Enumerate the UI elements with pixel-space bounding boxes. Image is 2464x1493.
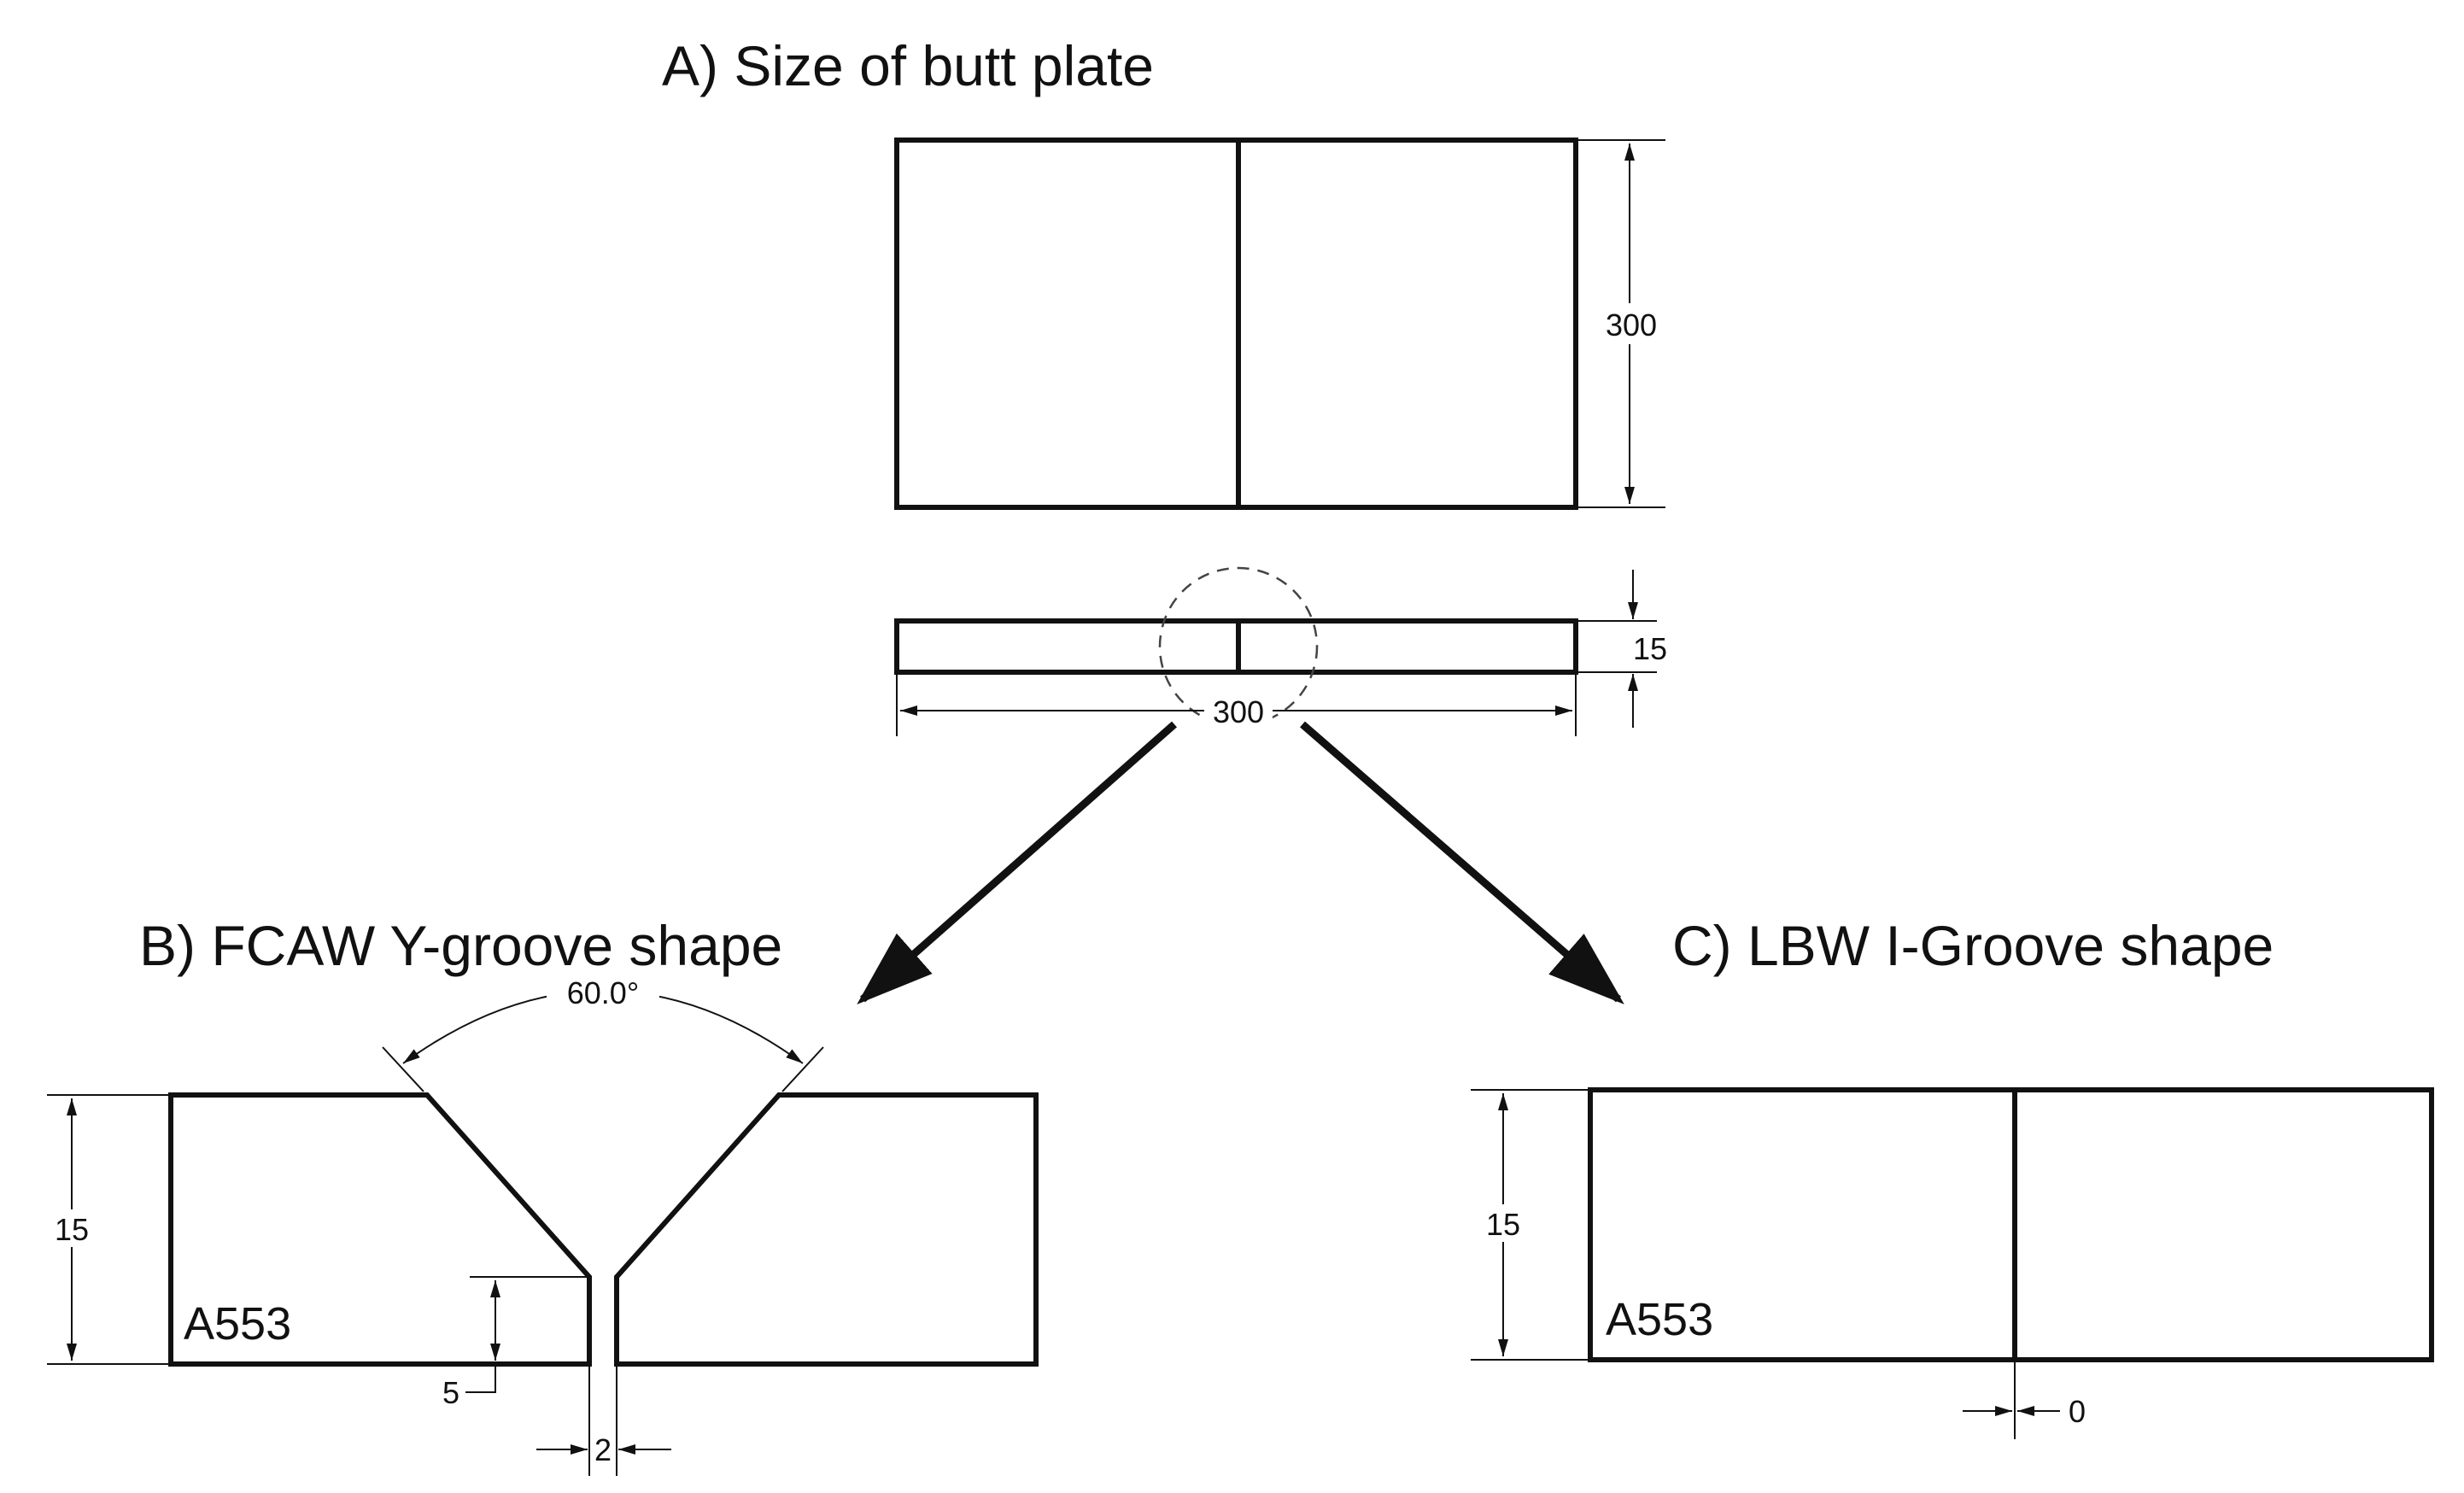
arrow-to-panel-c (1300, 721, 1624, 1004)
left-plate-bevel (168, 1092, 592, 1367)
root-face-dimension-label: 5 (442, 1375, 459, 1410)
gap-dimension-label: 0 (2069, 1394, 2086, 1429)
root-gap-dimension-label: 2 (594, 1432, 612, 1467)
plate-pair-i-groove (1588, 1087, 2434, 1362)
panel-c: C) LBW I-Groove shape 15 A553 0 (1471, 914, 2434, 1439)
panel-b: B) FCAW Y-groove shape 60.0° 15 A553 5 2 (47, 914, 1039, 1476)
label-mask (1483, 1204, 1524, 1242)
angle-extension-line (382, 1046, 424, 1092)
angle-extension-line (781, 1046, 824, 1092)
height-dimension-label: 300 (1606, 307, 1657, 343)
label-mask (51, 1209, 92, 1247)
width-dimension-label: 300 (1213, 694, 1264, 729)
panel-a: A) Size of butt plate 300 15 300 (662, 34, 1667, 1004)
label-mask (547, 974, 659, 1013)
arrow-to-panel-b (857, 721, 1177, 1004)
material-label: A553 (184, 1298, 291, 1350)
panel-b-title: B) FCAW Y-groove shape (139, 914, 782, 977)
thickness-dimension-label: 15 (55, 1212, 89, 1247)
thickness-dimension-label: 15 (1486, 1207, 1520, 1242)
right-plate-bevel (614, 1092, 1039, 1367)
root-face-leader (465, 1364, 496, 1393)
material-label: A553 (1606, 1294, 1713, 1345)
panel-a-title: A) Size of butt plate (662, 34, 1154, 97)
label-mask (1599, 303, 1664, 344)
angle-dimension-label: 60.0° (567, 975, 639, 1010)
thickness-dimension-label: 15 (1633, 631, 1667, 666)
label-mask (1204, 694, 1273, 728)
panel-c-title: C) LBW I-Groove shape (1672, 914, 2274, 977)
